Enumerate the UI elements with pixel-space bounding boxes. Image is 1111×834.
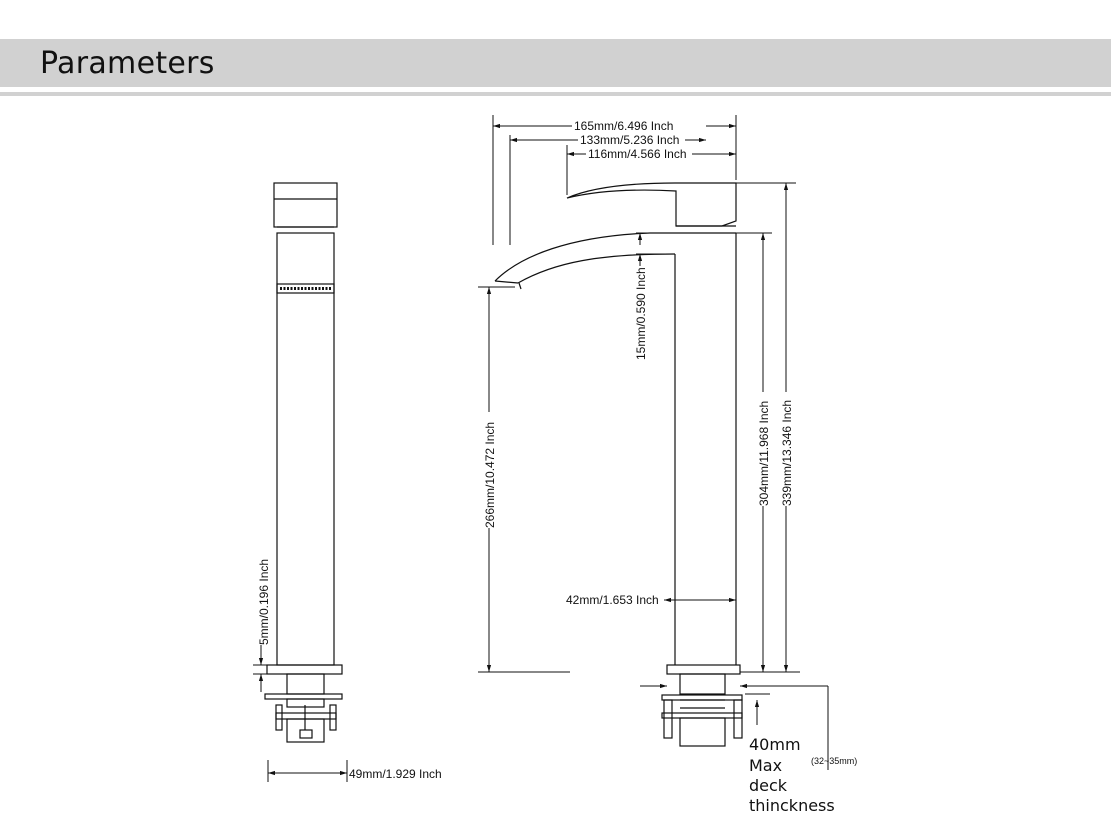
page-title: Parameters [40,46,215,81]
side-body [276,232,335,666]
side-handle [273,182,338,228]
deck-thickness-deck: deck [749,776,788,795]
dim-266-label: 266mm/10.472 Inch [483,422,497,528]
dim-15-label: 15mm/0.590 Inch [634,267,648,360]
front-base-plate [666,664,741,675]
deck-thickness-max: Max [749,756,782,775]
header-divider [0,92,1111,96]
dim-base-width-label: 49mm/1.929 Inch [349,767,442,781]
header-bar [0,39,1111,87]
dim-42-label: 42mm/1.653 Inch [566,593,659,607]
dim-304-label: 304mm/11.968 Inch [757,401,771,506]
deck-thickness-word: thinckness [749,796,835,815]
side-knurl [276,283,335,294]
dim-165-label: 165mm/6.496 Inch [574,119,673,133]
dim-339-label: 339mm/13.346 Inch [780,400,794,506]
front-spout-top [494,232,736,282]
dim-thread-label: 5mm/0.196 Inch [257,559,271,645]
front-view [494,182,743,747]
front-handle [566,182,737,227]
deck-thickness-range: (32~35mm) [811,756,857,766]
dim-116-label: 116mm/4.566 Inch [588,147,687,161]
deck-thickness-value: 40mm [749,735,801,754]
side-view [264,182,343,743]
side-base-plate [266,664,343,675]
dim-133-label: 133mm/5.236 Inch [580,133,679,147]
